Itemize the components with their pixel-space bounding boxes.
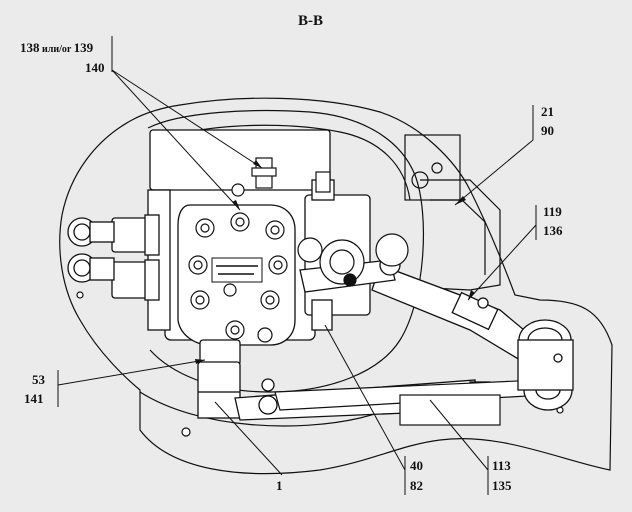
center-boss	[297, 233, 409, 287]
callout-1: 1	[276, 478, 283, 493]
leader-lines	[57, 36, 537, 495]
callout-138-part3: 139	[74, 40, 94, 55]
callout-113: 113	[492, 458, 511, 473]
callout-119: 119	[543, 204, 562, 219]
callout-138-line1: 138 или/or 139	[20, 40, 94, 55]
callout-138-part1: 138	[20, 40, 40, 55]
section-title: B-B	[298, 13, 323, 29]
valve-body-top-plate	[149, 129, 331, 191]
right-boss	[404, 134, 461, 201]
callout-141: 141	[24, 391, 44, 406]
side-block-lower	[311, 299, 333, 331]
callout-135: 135	[492, 478, 512, 493]
callout-90: 90	[541, 123, 554, 138]
lower-rod	[274, 379, 546, 426]
callout-136: 136	[543, 223, 563, 238]
callout-82: 82	[410, 478, 423, 493]
flange-inner-arc	[159, 124, 411, 201]
callout-138-part2: или/or	[40, 44, 74, 55]
outer-housing-outline	[59, 97, 613, 475]
nameplate	[211, 257, 263, 283]
callout-21: 21	[541, 104, 554, 119]
callout-140: 140	[85, 60, 105, 75]
right-bracket	[420, 179, 501, 291]
callout-40: 40	[410, 458, 423, 473]
callout-53: 53	[32, 372, 46, 387]
face-plate-bolts	[188, 212, 288, 343]
leader-arrowheads	[195, 160, 475, 364]
round-flange	[147, 109, 425, 393]
nameplate-text-lines	[216, 265, 258, 275]
right-bracket-inner	[430, 199, 486, 275]
right-cylinder	[517, 319, 574, 411]
right-boss-hole	[411, 171, 429, 189]
left-hose-fittings	[67, 214, 160, 301]
right-boss-hole-2	[431, 162, 443, 174]
